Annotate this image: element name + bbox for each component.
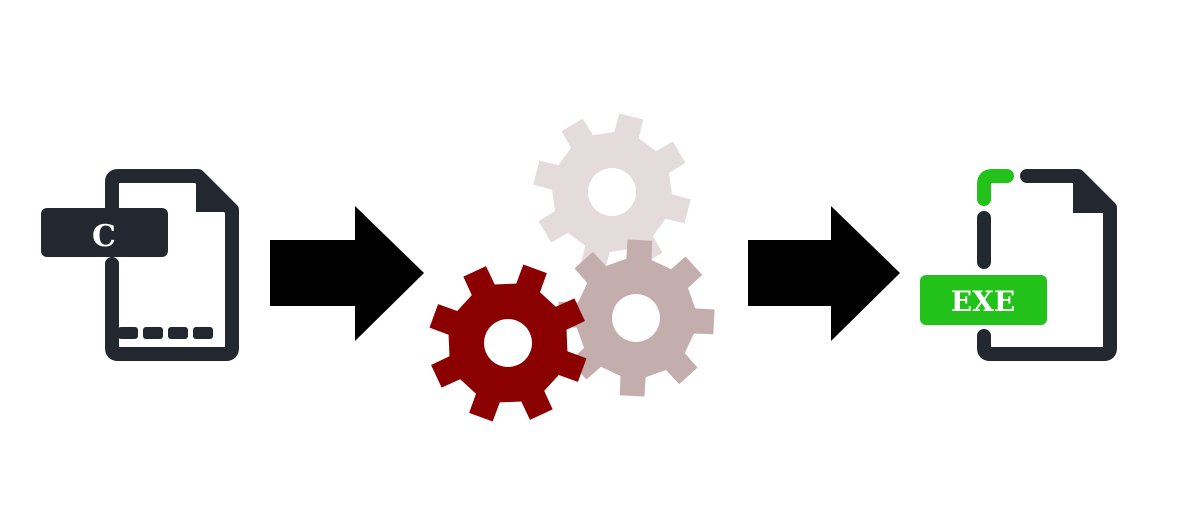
gear-left [429, 264, 587, 422]
c-source-file-icon: C [41, 169, 239, 361]
dash-3 [168, 327, 188, 339]
gears-icon [429, 113, 715, 422]
c-badge-label: C [92, 219, 116, 254]
dash-2 [143, 327, 163, 339]
file-corner-fold [1073, 172, 1114, 213]
gear-right [557, 239, 715, 397]
right-arrow-icon-2 [748, 206, 900, 341]
file-outline-right [977, 169, 1117, 361]
exe-badge [920, 275, 1047, 325]
exe-file-icon: EXE [920, 169, 1117, 361]
exe-badge-label: EXE [951, 285, 1015, 318]
dash-1 [118, 327, 138, 339]
gear-top [533, 113, 691, 271]
dash-4 [193, 327, 213, 339]
right-arrow-icon-1 [270, 206, 424, 341]
file-corner-fold [196, 174, 236, 212]
file-top-green [977, 169, 1014, 206]
dash-line [118, 327, 213, 339]
file-outline [105, 169, 239, 361]
c-badge [41, 208, 168, 257]
